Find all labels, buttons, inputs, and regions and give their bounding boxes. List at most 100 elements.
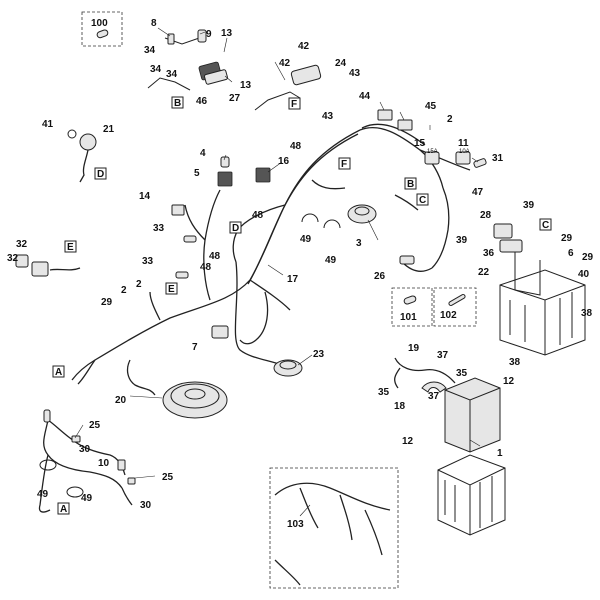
part-number: 49 <box>81 493 93 504</box>
part-14-connector <box>171 204 185 216</box>
part-41-ring <box>67 129 77 139</box>
part-20-coil <box>162 381 228 419</box>
part-number: 32 <box>7 253 19 264</box>
part-number: 17 <box>287 274 299 285</box>
part-number: 38 <box>581 308 593 319</box>
part-number: 13 <box>240 80 252 91</box>
part-number: 11 <box>458 138 469 149</box>
ref-box-shape <box>288 97 301 110</box>
part-number: 2 <box>121 285 127 296</box>
inset-box-101 <box>391 287 433 327</box>
battery <box>444 377 501 453</box>
ref-letter-e: E <box>67 242 74 253</box>
part-number: 30 <box>79 444 91 455</box>
part-number: 46 <box>196 96 208 107</box>
ref-letter-e: E <box>168 284 175 295</box>
part-number: 13 <box>221 28 233 39</box>
ref-box-shape <box>64 240 77 253</box>
part-16-relay <box>255 167 271 183</box>
battery-box <box>499 250 586 356</box>
ref-letter-a: A <box>55 367 62 378</box>
part-number: 37 <box>428 391 440 402</box>
part-number: 7 <box>192 342 198 353</box>
part-number: 47 <box>472 187 484 198</box>
part-number: 48 <box>200 262 212 273</box>
part-number: 3 <box>356 238 362 249</box>
ref-box-shape <box>165 282 178 295</box>
part-number: 16 <box>278 156 290 167</box>
part-number: 23 <box>313 349 325 360</box>
part-number: 34 <box>166 69 178 80</box>
ref-box-shape <box>404 177 417 190</box>
fuse-15a <box>424 151 440 165</box>
part-number: 6 <box>568 248 574 259</box>
part-31-connector <box>473 158 487 168</box>
part-number: 14 <box>139 191 151 202</box>
part-number: 8 <box>151 18 157 29</box>
part-5-relay <box>217 171 233 187</box>
front-harness <box>38 409 136 513</box>
ref-box-shape <box>229 221 242 234</box>
ref-letter-f: F <box>341 159 347 170</box>
ref-letter-d: D <box>232 223 239 234</box>
part-8-9-key-switch <box>164 29 207 45</box>
part-number: 18 <box>394 401 406 412</box>
part-4-plug <box>220 156 230 168</box>
part-number: 21 <box>103 124 115 135</box>
part-number: 33 <box>142 256 154 267</box>
part-100-pin <box>96 29 109 39</box>
part-number: 19 <box>408 343 420 354</box>
inset-box-100 <box>81 11 123 47</box>
fuse-rating-15a: 15A <box>427 149 438 155</box>
ref-letter-f: F <box>291 99 297 110</box>
inset-box-102 <box>433 287 477 327</box>
clip-49-a <box>301 213 319 223</box>
part-number: 49 <box>325 255 337 266</box>
part-number: 4 <box>200 148 206 159</box>
part-number: 22 <box>478 267 490 278</box>
ref-letter-d: D <box>97 169 104 180</box>
part-33-fuse-lower <box>175 271 189 279</box>
part-number: 44 <box>359 91 371 102</box>
part-number: 48 <box>290 141 302 152</box>
part-26-connector <box>399 255 415 265</box>
part-number: 27 <box>229 93 241 104</box>
inset-harness-103 <box>274 482 391 586</box>
ref-box-shape <box>171 96 184 109</box>
part-number: 49 <box>300 234 312 245</box>
part-number: 38 <box>509 357 521 368</box>
part-23-horn <box>273 359 303 377</box>
part-number: 36 <box>483 248 495 259</box>
part-number: 10 <box>98 458 110 469</box>
part-number: 43 <box>349 68 361 79</box>
part-3-sensor <box>347 204 377 224</box>
ref-box-shape <box>338 157 351 170</box>
part-number: 29 <box>582 252 594 263</box>
part-number: 2 <box>136 279 142 290</box>
part-number: 35 <box>456 368 468 379</box>
part-number: 29 <box>101 297 113 308</box>
ref-box-shape <box>52 365 65 378</box>
part-number: 102 <box>440 310 457 321</box>
ref-letter-b: B <box>407 179 414 190</box>
part-102-pin <box>448 294 466 306</box>
part-number: 42 <box>279 58 291 69</box>
ref-box-shape <box>539 218 552 231</box>
part-number: 34 <box>150 64 162 75</box>
part-number: 39 <box>523 200 535 211</box>
part-number: 48 <box>209 251 221 262</box>
part-44-connector <box>377 109 393 121</box>
part-number: 32 <box>16 239 28 250</box>
battery-cables <box>394 357 456 393</box>
part-7-connector <box>211 325 229 339</box>
part-number: 103 <box>287 519 304 530</box>
part-number: 12 <box>503 376 515 387</box>
part-number: 15 <box>414 138 426 149</box>
part-21-sensor <box>79 133 97 183</box>
part-number: 26 <box>374 271 386 282</box>
ref-letter-c: C <box>419 195 426 206</box>
part-number: 41 <box>42 119 54 130</box>
part-number: 31 <box>492 153 504 164</box>
part-32-connectors <box>15 254 81 277</box>
